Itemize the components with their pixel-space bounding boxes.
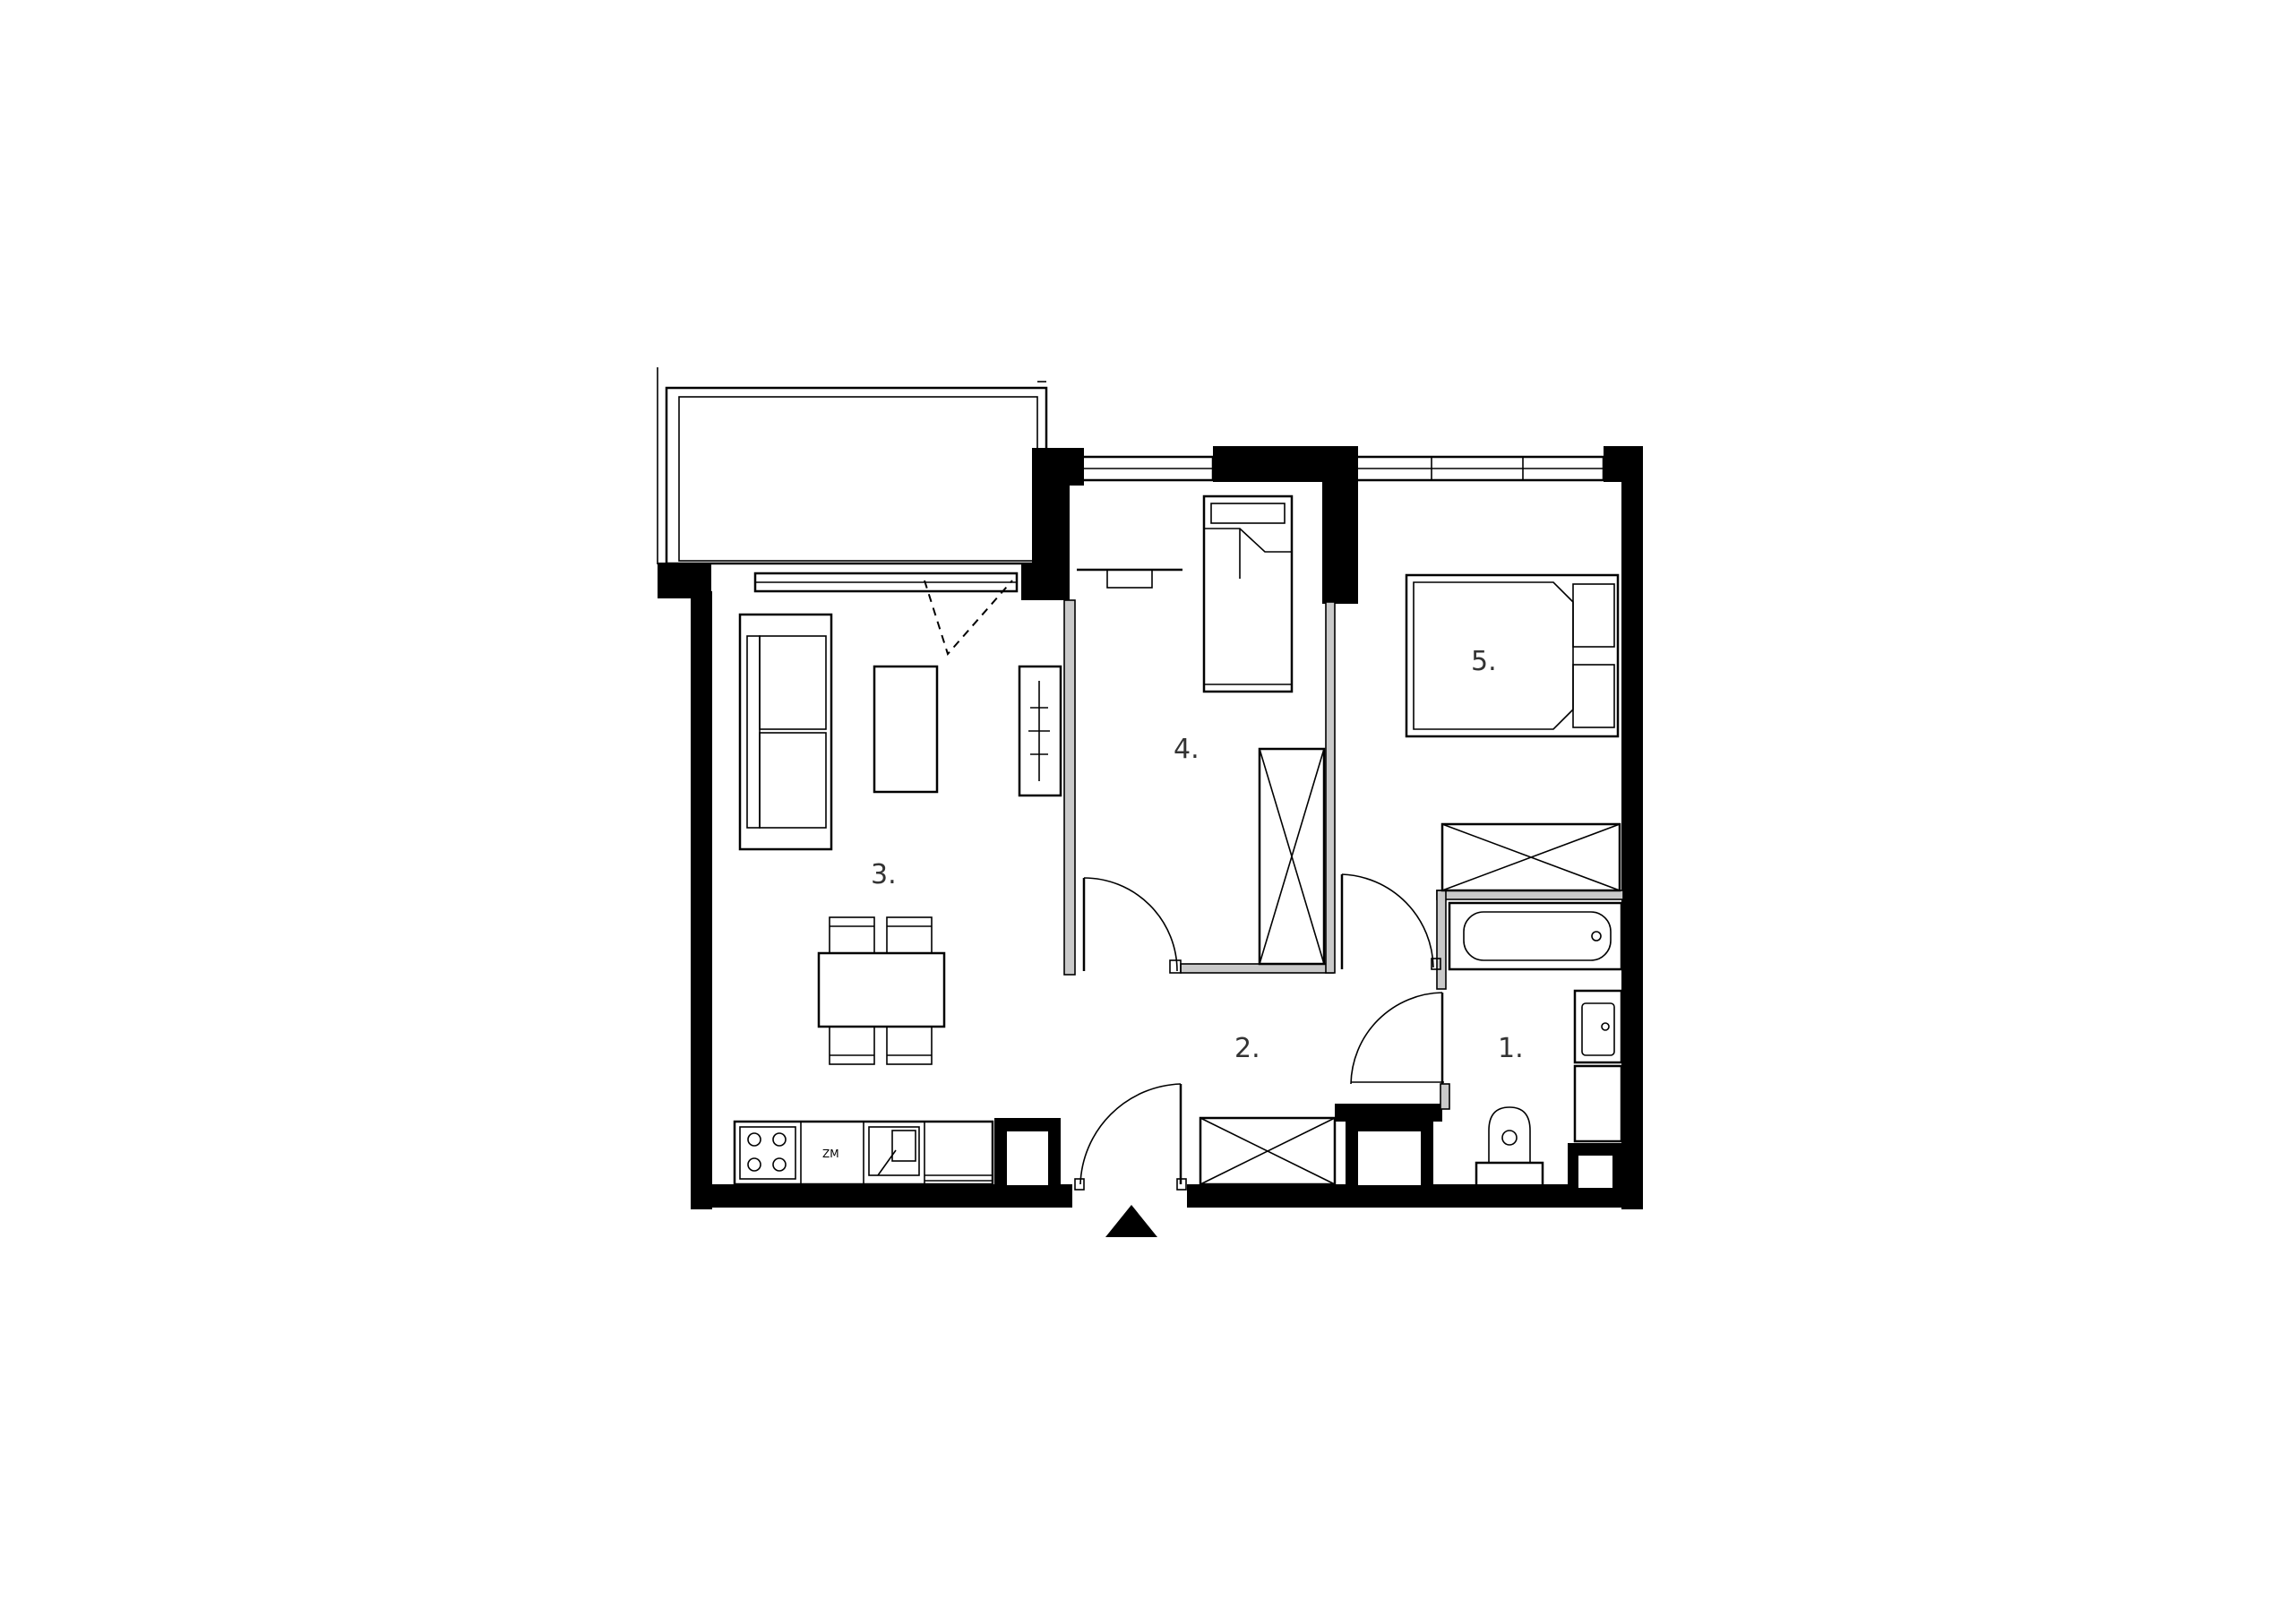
washbasin	[1573, 989, 1623, 1064]
entrance-triangle-icon	[1105, 1205, 1157, 1237]
room-label-1: 1.	[1498, 1033, 1524, 1064]
room-label-3: 3.	[871, 859, 897, 890]
dining-table	[817, 916, 946, 1065]
tv-unit	[1018, 665, 1062, 797]
room-4-furniture	[1077, 494, 1326, 966]
bathtub	[1448, 901, 1623, 971]
balcony	[657, 367, 1048, 565]
single-bed	[1202, 494, 1294, 693]
washing-machine	[1573, 1064, 1623, 1143]
room-5-furniture	[1405, 573, 1621, 892]
wardrobe-room-5	[1440, 822, 1621, 892]
fridge-label: ZM	[822, 1148, 839, 1160]
windows	[753, 455, 1605, 593]
room-label-5: 5.	[1471, 646, 1497, 677]
double-bed	[1405, 573, 1620, 738]
doors	[924, 580, 1444, 1191]
living-room-furniture: ZM	[733, 613, 1062, 1186]
room-label-4: 4.	[1174, 734, 1200, 765]
coffee-table	[873, 665, 939, 794]
hall-wardrobe	[1199, 1116, 1337, 1186]
sofa	[738, 613, 833, 851]
exterior-walls	[658, 446, 1643, 1209]
toilet	[1475, 1106, 1544, 1188]
kitchen-counter	[733, 1120, 994, 1186]
wardrobe-room-4	[1258, 747, 1326, 966]
bathroom-fixtures	[1448, 901, 1623, 1188]
room-label-2: 2.	[1234, 1033, 1260, 1064]
